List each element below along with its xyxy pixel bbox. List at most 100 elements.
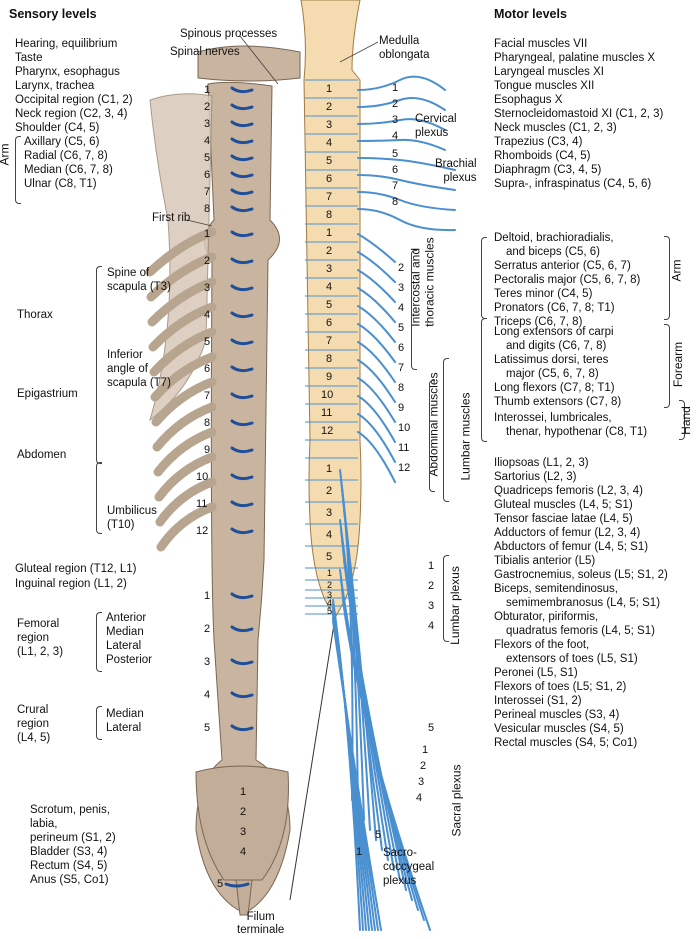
sacrococcygeal-nerve-number: 5 [375,829,382,841]
thoracic-segment-number: 3 [326,263,333,275]
peripheral-nerve-number: 10 [398,422,411,434]
motor-lower-item: Quadriceps femoris (L2, 3, 4) [494,485,643,497]
spinal-nerve-root [230,473,254,481]
motor-lower-item: quadratus femoris (L4, 5; S1) [506,625,655,637]
rib [150,352,217,402]
rib [147,277,217,327]
cervical-nerve [357,138,446,151]
spinal-nerve-root [230,171,254,179]
thoracic-vertebra-number: 7 [204,390,211,402]
motor-lower-item: Peronei (L5, S1) [494,667,578,679]
cervical-nerve [357,191,456,211]
epigastrium-label: Epigastrium [17,388,78,400]
peripheral-nerve-number: 3 [398,282,405,294]
thoracic-vertebra-number: 10 [196,471,209,483]
thoracic-nerve [357,359,396,403]
sensory-item: Larynx, trachea [15,80,95,92]
peripheral-nerve-number: 1 [392,82,399,94]
motor-hand-list: Interossei, lumbricales, thenar, hypothe… [494,411,647,439]
peripheral-nerve-number: 2 [398,262,405,274]
motor-forearm-hand-left-bracket [481,318,487,442]
femoral-item: Lateral [106,640,142,652]
motor-lower-item: Obturator, piriformis, [494,611,599,623]
skull-base [197,45,301,82]
sacral-item: Scrotum, penis, [30,804,110,816]
cervical-nerve [357,97,446,111]
lumbar-vertebra-number: 1 [204,590,211,602]
inguinal-label: Inguinal region (L1, 2) [15,578,127,590]
thoracic-segment-number: 4 [326,281,333,293]
sacral-item: perineum (S1, 2) [30,832,116,844]
spinous-processes-label: Spinous processes [180,28,278,40]
first-rib-label: First rib [152,212,191,224]
sacral-foramen-number: 1 [240,786,247,798]
thoracic-vertebra-number: 2 [204,255,211,267]
peripheral-nerve-number: 4 [398,302,405,314]
arm-bracket [15,136,21,204]
sacral-foramen-number: 4 [240,846,247,858]
spinal-nerve-root [230,188,254,196]
motor-lower-item: Sartorius (L2, 3) [494,471,577,483]
rib [151,377,217,427]
motor-lower-item: Flexors of the foot, [494,639,590,651]
cervical-nerve [357,157,456,171]
motor-forearm-list: Long extensors of carpi and digits (C6, … [494,325,621,409]
thoracic-nerve [357,305,396,343]
motor-lower-list: Iliopsoas (L1, 2, 3) Sartorius (L2, 3) Q… [494,456,668,750]
brachial-plexus-label: Brachial plexus [435,158,477,184]
lumbar-vertebra-number: 4 [204,689,211,701]
thoracic-segment-number: 8 [326,353,333,365]
motor-item: Trapezius (C3, 4) [494,136,583,148]
motor-arm-item: Deltoid, brachioradialis, [494,232,614,244]
crural-item: Lateral [106,722,142,734]
rib [156,502,217,552]
crural-bracket [96,706,102,740]
cervical-segment-number: 4 [326,137,333,149]
sensory-item: Shoulder (C4, 5) [15,122,100,134]
thoracic-vertebra-number: 4 [204,309,211,321]
rib [145,227,217,277]
crural-region-label: Crural region (L4, 5) [17,704,51,744]
peripheral-nerve-number: 5 [398,322,405,334]
cervical-vertebra-number: 3 [204,118,211,130]
cervical-vertebra-number: 5 [204,152,211,164]
lumbar-plexus-label: Lumbar plexus [447,566,462,645]
arm-item: Median (C6, 7, 8) [24,164,113,176]
spinal-nerve-root [230,103,254,111]
sacral-foramen-number: 3 [240,826,247,838]
thoracic-vertebra-number: 1 [204,228,211,240]
spinal-nerve-root [230,658,254,666]
thoracic-vertebra-number: 12 [196,525,209,537]
thoracic-segment-number: 7 [326,335,333,347]
sacral-segment-number: 2 [327,580,333,590]
motor-forearm-item: and digits (C6, 7, 8) [506,340,607,352]
thoracic-segment-number: 10 [321,389,334,401]
lumbar-segment-number: 5 [326,551,333,563]
motor-hand-bracket [679,400,685,440]
spinal-nerve-root [230,154,254,162]
arm-item: Ulnar (C8, T1) [24,178,97,190]
motor-lower-item: Gastrocnemius, soleus (L5; S1, 2) [494,569,668,581]
motor-item: Facial muscles VII [494,38,588,50]
spinal-nerve-root [230,724,254,732]
rib [146,252,217,302]
motor-arm-item: Pronators (C6, 7, 8; T1) [494,302,615,314]
arm-sensory-label: Arm [0,143,12,166]
spinal-nerve-root [230,691,254,699]
motor-lower-item: Gluteal muscles (L4, 5; S1) [494,499,633,511]
spinal-nerve-root [230,311,254,319]
thoracic-nerve [357,413,396,463]
peripheral-nerve-number: 6 [398,342,405,354]
spinal-nerve-root [230,365,254,373]
lumbar-segment-number: 3 [326,507,333,519]
motor-arm-label: Arm [669,259,684,282]
peripheral-nerve-number: 4 [428,620,435,632]
thoracic-nerve [357,269,396,303]
spinal-nerve-root [230,625,254,633]
motor-arm-list: Deltoid, brachioradialis, and biceps (C5… [494,231,640,329]
motor-lower-item: Flexors of toes (L5; S1, 2) [494,681,627,693]
spine-scapula-label: Spine of scapula (T3) [107,267,171,293]
cervical-nerve [357,118,446,131]
peripheral-nerve-number: 5 [392,148,399,160]
